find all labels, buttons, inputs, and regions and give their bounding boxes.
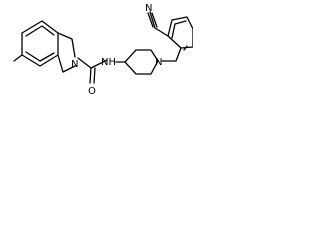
amide-nh-label: NH	[101, 57, 116, 68]
carbonyl-double-bond-a	[89, 67, 92, 84]
indoline-ch2-ring-bond-lower	[57, 54, 76, 73]
indoline-aromatic-inner-bonds-top	[25, 25, 55, 37]
cyanophenyl-ring	[167, 16, 193, 49]
methyl-bond	[13, 54, 23, 62]
nitrile-carbon-bond	[149, 11, 169, 37]
piperidine-ring	[124, 49, 159, 75]
cyanophenyl-aromatic-inner-bond-right	[183, 45, 188, 51]
piperidine-nitrogen-label: N	[155, 57, 162, 68]
nitrile-nitrogen-label: N	[145, 3, 152, 14]
nitrile-triple-bond-a	[147, 12, 154, 28]
indoline-nitrogen-label: N	[71, 59, 78, 70]
n-carbonyl-bond	[77, 57, 92, 69]
molecule-diagram: N O NH N N	[13, 3, 193, 97]
cyanophenyl-aromatic-inner-bonds	[171, 20, 187, 39]
benzyl-linker	[161, 47, 182, 62]
nitrile-triple-bond-b	[151, 12, 158, 28]
indoline-n-ring-bond-upper	[57, 32, 76, 58]
carbonyl-double-bond-b	[93, 67, 96, 84]
indoline-aromatic-inner-bonds-bottom	[25, 51, 55, 62]
carbonyl-nh-bond	[90, 59, 108, 69]
chemical-structure-canvas: N O NH N N	[0, 0, 193, 111]
carbonyl-oxygen-label: O	[88, 86, 96, 97]
